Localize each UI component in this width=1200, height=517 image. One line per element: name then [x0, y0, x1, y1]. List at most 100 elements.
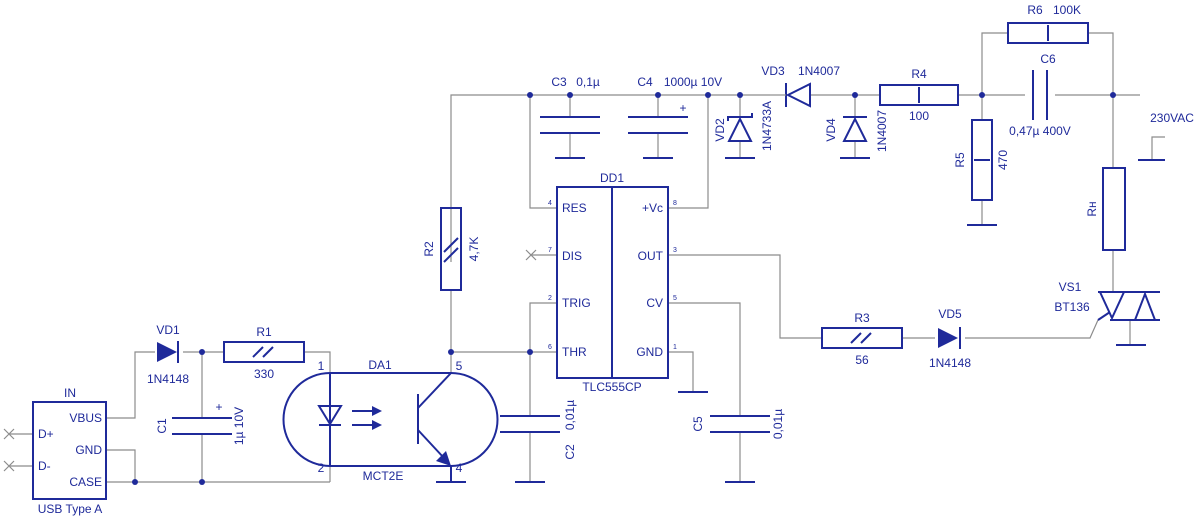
- capacitor-c4: + C4 1000µ 10V: [628, 75, 722, 134]
- da1-pin-2: 2: [318, 461, 325, 475]
- r1-ref: R1: [256, 325, 272, 339]
- junction-dot: [979, 92, 985, 98]
- dd1-pin-vc: +Vc: [642, 201, 663, 215]
- usb-type-label: USB Type A: [38, 502, 102, 516]
- usb-pin-gnd: GND: [75, 443, 102, 457]
- vd3-ref: VD3: [761, 64, 785, 78]
- junctions: [132, 92, 1116, 485]
- c1-ref: C1: [155, 418, 169, 434]
- r3-value: 56: [855, 353, 869, 367]
- ground-symbols: [436, 157, 1146, 483]
- resistor-r3: R3 56: [821, 311, 903, 367]
- dd1-pin-trig: TRIG: [562, 296, 591, 310]
- junction-dot: [132, 479, 138, 485]
- vs1-ref: VS1: [1059, 280, 1082, 294]
- r6-ref: R6: [1027, 3, 1043, 17]
- capacitor-c1: + C1 1µ 10V: [155, 400, 246, 445]
- c4-ref: C4: [637, 75, 653, 89]
- vs1-value: BT136: [1054, 300, 1090, 314]
- r1-value: 330: [254, 367, 274, 381]
- c4-plus: +: [679, 101, 686, 115]
- da1-pin-5: 5: [456, 359, 463, 373]
- c5-ref: C5: [691, 416, 705, 432]
- vd1-ref: VD1: [156, 323, 180, 337]
- dd1-pinnum-7: 7: [548, 247, 552, 254]
- capacitor-c2: C2 0,01µ: [500, 400, 577, 460]
- c1-plus: +: [215, 400, 222, 414]
- c2-value: 0,01µ: [563, 400, 577, 430]
- r5-ref: R5: [953, 152, 967, 168]
- usb-pin-vbus: VBUS: [69, 411, 102, 425]
- rh-ref: Rн: [1085, 201, 1099, 216]
- usb-connector: IN D+ D- VBUS GND CASE USB Type A: [32, 386, 107, 516]
- junction-dot: [655, 92, 661, 98]
- dd1-pinnum-5: 5: [673, 295, 677, 302]
- dd1-pinnum-8: 8: [673, 200, 677, 207]
- r4-value: 100: [909, 109, 929, 123]
- usb-pin-case: CASE: [69, 475, 102, 489]
- dd1-pin-out: OUT: [638, 249, 664, 263]
- resistor-r2: R2 4,7K: [422, 207, 481, 291]
- junction-dot: [527, 349, 533, 355]
- diode-vd1: VD1 1N4148: [147, 323, 189, 386]
- r6-value: 100K: [1053, 3, 1081, 17]
- dd1-value: TLC555CP: [582, 380, 641, 394]
- r2-ref: R2: [422, 241, 436, 257]
- mains-terminal: 230VAC: [1138, 111, 1194, 161]
- diode-vd4: VD4 1N4007: [824, 110, 889, 152]
- vd3-value: 1N4007: [798, 64, 840, 78]
- dd1-pinnum-6: 6: [548, 344, 552, 351]
- vd5-value: 1N4148: [929, 356, 971, 370]
- usb-name-label: IN: [64, 386, 76, 400]
- vd5-ref: VD5: [938, 307, 962, 321]
- da1-ref: DA1: [368, 358, 392, 372]
- dd1-pin-cv: CV: [646, 296, 663, 310]
- resistor-r6: R6 100K: [1007, 3, 1089, 44]
- junction-dot: [567, 92, 573, 98]
- diode-vd3: VD3 1N4007: [761, 64, 840, 108]
- c5-value: 0,01µ: [771, 409, 785, 439]
- dd1-pin-gnd: GND: [636, 345, 663, 359]
- c2-ref: C2: [563, 444, 577, 460]
- dd1-pin-dis: DIS: [562, 249, 582, 263]
- mains-label: 230VAC: [1150, 111, 1194, 125]
- dd1-pinnum-3: 3: [673, 247, 677, 254]
- wires: [10, 32, 1165, 483]
- c3-value: 0,1µ: [576, 75, 600, 89]
- r3-ref: R3: [854, 311, 870, 325]
- zener-diode-vd2: VD2 1N4733A: [713, 101, 774, 151]
- junction-dot: [705, 92, 711, 98]
- r5-value: 470: [996, 150, 1010, 170]
- diode-vd5: VD5 1N4148: [929, 307, 971, 370]
- c3-ref: C3: [551, 75, 567, 89]
- c1-value: 1µ 10V: [232, 407, 246, 445]
- junction-dot: [199, 349, 205, 355]
- optocoupler-da1: DA1 MCT2E 1 2 4 5: [282, 358, 499, 483]
- vd4-ref: VD4: [824, 118, 838, 142]
- triac-vs1: VS1 BT136: [1054, 280, 1160, 321]
- resistor-r4: R4 100: [879, 67, 959, 123]
- c6-ref: C6: [1040, 52, 1056, 66]
- load-resistor-rh: Rн: [1085, 167, 1126, 251]
- timer-ic-dd1: DD1 TLC555CP RES DIS TRIG THR 4 7 2 6 +V…: [548, 171, 677, 394]
- capacitor-c5: C5 0,01µ: [691, 409, 785, 439]
- usb-pin-d-plus: D+: [38, 427, 54, 441]
- dd1-ref: DD1: [600, 171, 624, 185]
- capacitor-c6: C6 0,47µ 400V: [1009, 52, 1071, 138]
- capacitor-c3: C3 0,1µ: [540, 75, 600, 134]
- no-connect-marks: [3, 249, 537, 472]
- resistor-r1: R1 330: [223, 325, 305, 381]
- vd2-ref: VD2: [713, 118, 727, 142]
- junction-dot: [448, 349, 454, 355]
- junction-dot: [852, 92, 858, 98]
- dd1-pinnum-1: 1: [673, 344, 677, 351]
- vd1-value: 1N4148: [147, 372, 189, 386]
- junction-dot: [527, 92, 533, 98]
- vd2-value: 1N4733A: [760, 101, 774, 151]
- da1-value: MCT2E: [363, 469, 404, 483]
- c4-value: 1000µ 10V: [664, 75, 722, 89]
- junction-dot: [737, 92, 743, 98]
- vd4-value: 1N4007: [875, 110, 889, 152]
- dd1-pin-res: RES: [562, 201, 587, 215]
